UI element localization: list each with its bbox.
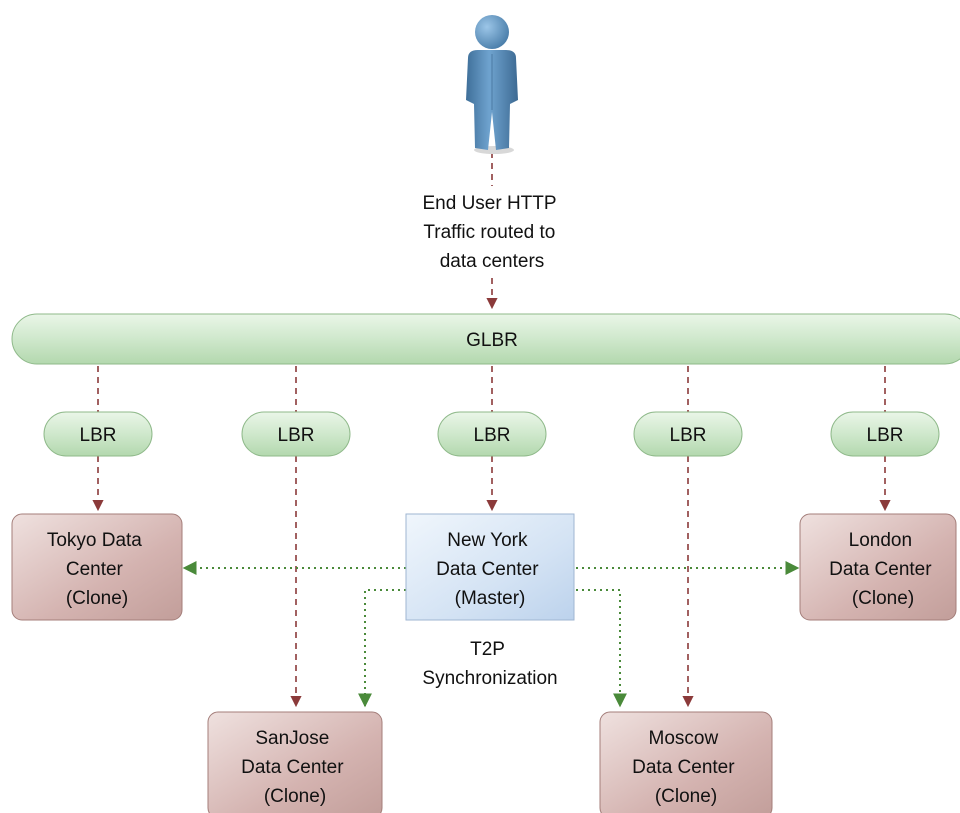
tokyo-data-center: Tokyo Data Center (Clone) — [11, 513, 183, 621]
user-icon — [466, 15, 518, 154]
moscow-data-center-label: Moscow Data Center (Clone) — [632, 728, 740, 807]
lbr-label: LBR — [867, 425, 904, 446]
lbr-label: LBR — [670, 425, 707, 446]
user-traffic-caption: End User HTTP Traffic routed to data cen… — [422, 193, 561, 272]
lbr-node-1: LBR — [43, 411, 153, 457]
glbr-label: GLBR — [466, 330, 518, 351]
tokyo-data-center-label: Tokyo Data Center (Clone) — [47, 530, 147, 609]
lbr-node-4: LBR — [633, 411, 743, 457]
lbr-label: LBR — [474, 425, 511, 446]
sync-to-sanjose-link — [358, 589, 406, 708]
london-data-center-label: London Data Center (Clone) — [829, 530, 937, 609]
lbr-node-5: LBR — [830, 411, 940, 457]
moscow-data-center: Moscow Data Center (Clone) — [599, 711, 773, 813]
lbr-label: LBR — [278, 425, 315, 446]
lbr-node-2: LBR — [241, 411, 351, 457]
london-data-center: London Data Center (Clone) — [799, 513, 957, 621]
newyork-data-center-label: New York Data Center (Master) — [436, 530, 544, 609]
glbr-node: GLBR — [11, 313, 960, 365]
newyork-data-center: New York Data Center (Master) — [405, 513, 575, 621]
sanjose-data-center: SanJose Data Center (Clone) — [207, 711, 383, 813]
sync-label: T2P Synchronization — [422, 639, 557, 689]
sanjose-data-center-label: SanJose Data Center (Clone) — [241, 728, 349, 807]
lbr-node-3: LBR — [437, 411, 547, 457]
sync-to-moscow-link — [576, 589, 627, 708]
lbr-label: LBR — [80, 425, 117, 446]
